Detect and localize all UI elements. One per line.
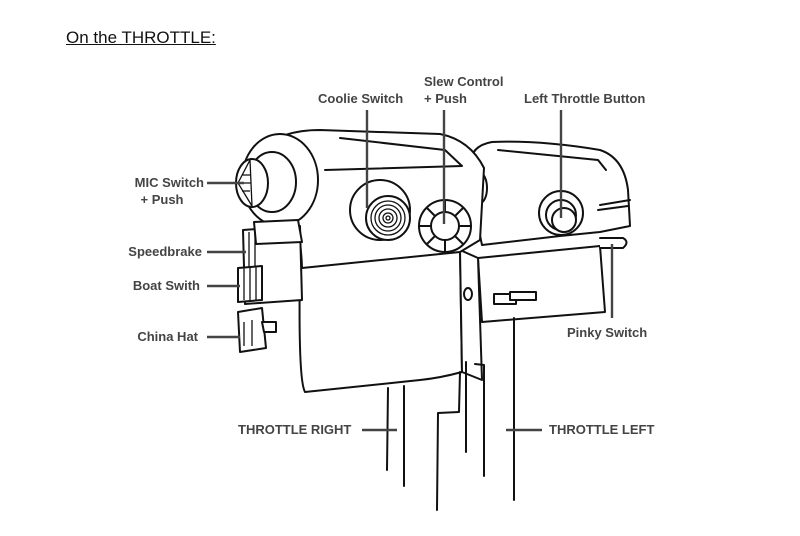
label-throttle-left: THROTTLE LEFT [549, 422, 655, 437]
slew-control-icon [418, 199, 472, 253]
label-slew-control: Slew Control [424, 74, 504, 89]
label-pinky-switch: Pinky Switch [567, 325, 648, 340]
coolie-switch-icon [349, 179, 411, 241]
leader-lines [207, 110, 614, 432]
china-hat-icon [237, 307, 277, 353]
label-boat-switch: Boat Swith [132, 278, 200, 293]
label-speedbrake: Speedbrake [128, 244, 202, 259]
mic-switch-icon [235, 133, 319, 227]
label-mic-switch: MIC Switch [134, 175, 204, 190]
label-china-hat: China Hat [137, 329, 198, 344]
boat-switch-icon [237, 265, 263, 303]
label-slew-control-push: + Push [424, 91, 467, 106]
label-mic-switch-push: + Push [140, 192, 184, 207]
label-left-throttle-button: Left Throttle Button [524, 91, 646, 106]
label-throttle-right: THROTTLE RIGHT [238, 422, 352, 437]
label-coolie-switch: Coolie Switch [318, 91, 404, 106]
pinky-switch-icon [599, 237, 628, 249]
page-title: On the THROTTLE: [66, 28, 216, 47]
